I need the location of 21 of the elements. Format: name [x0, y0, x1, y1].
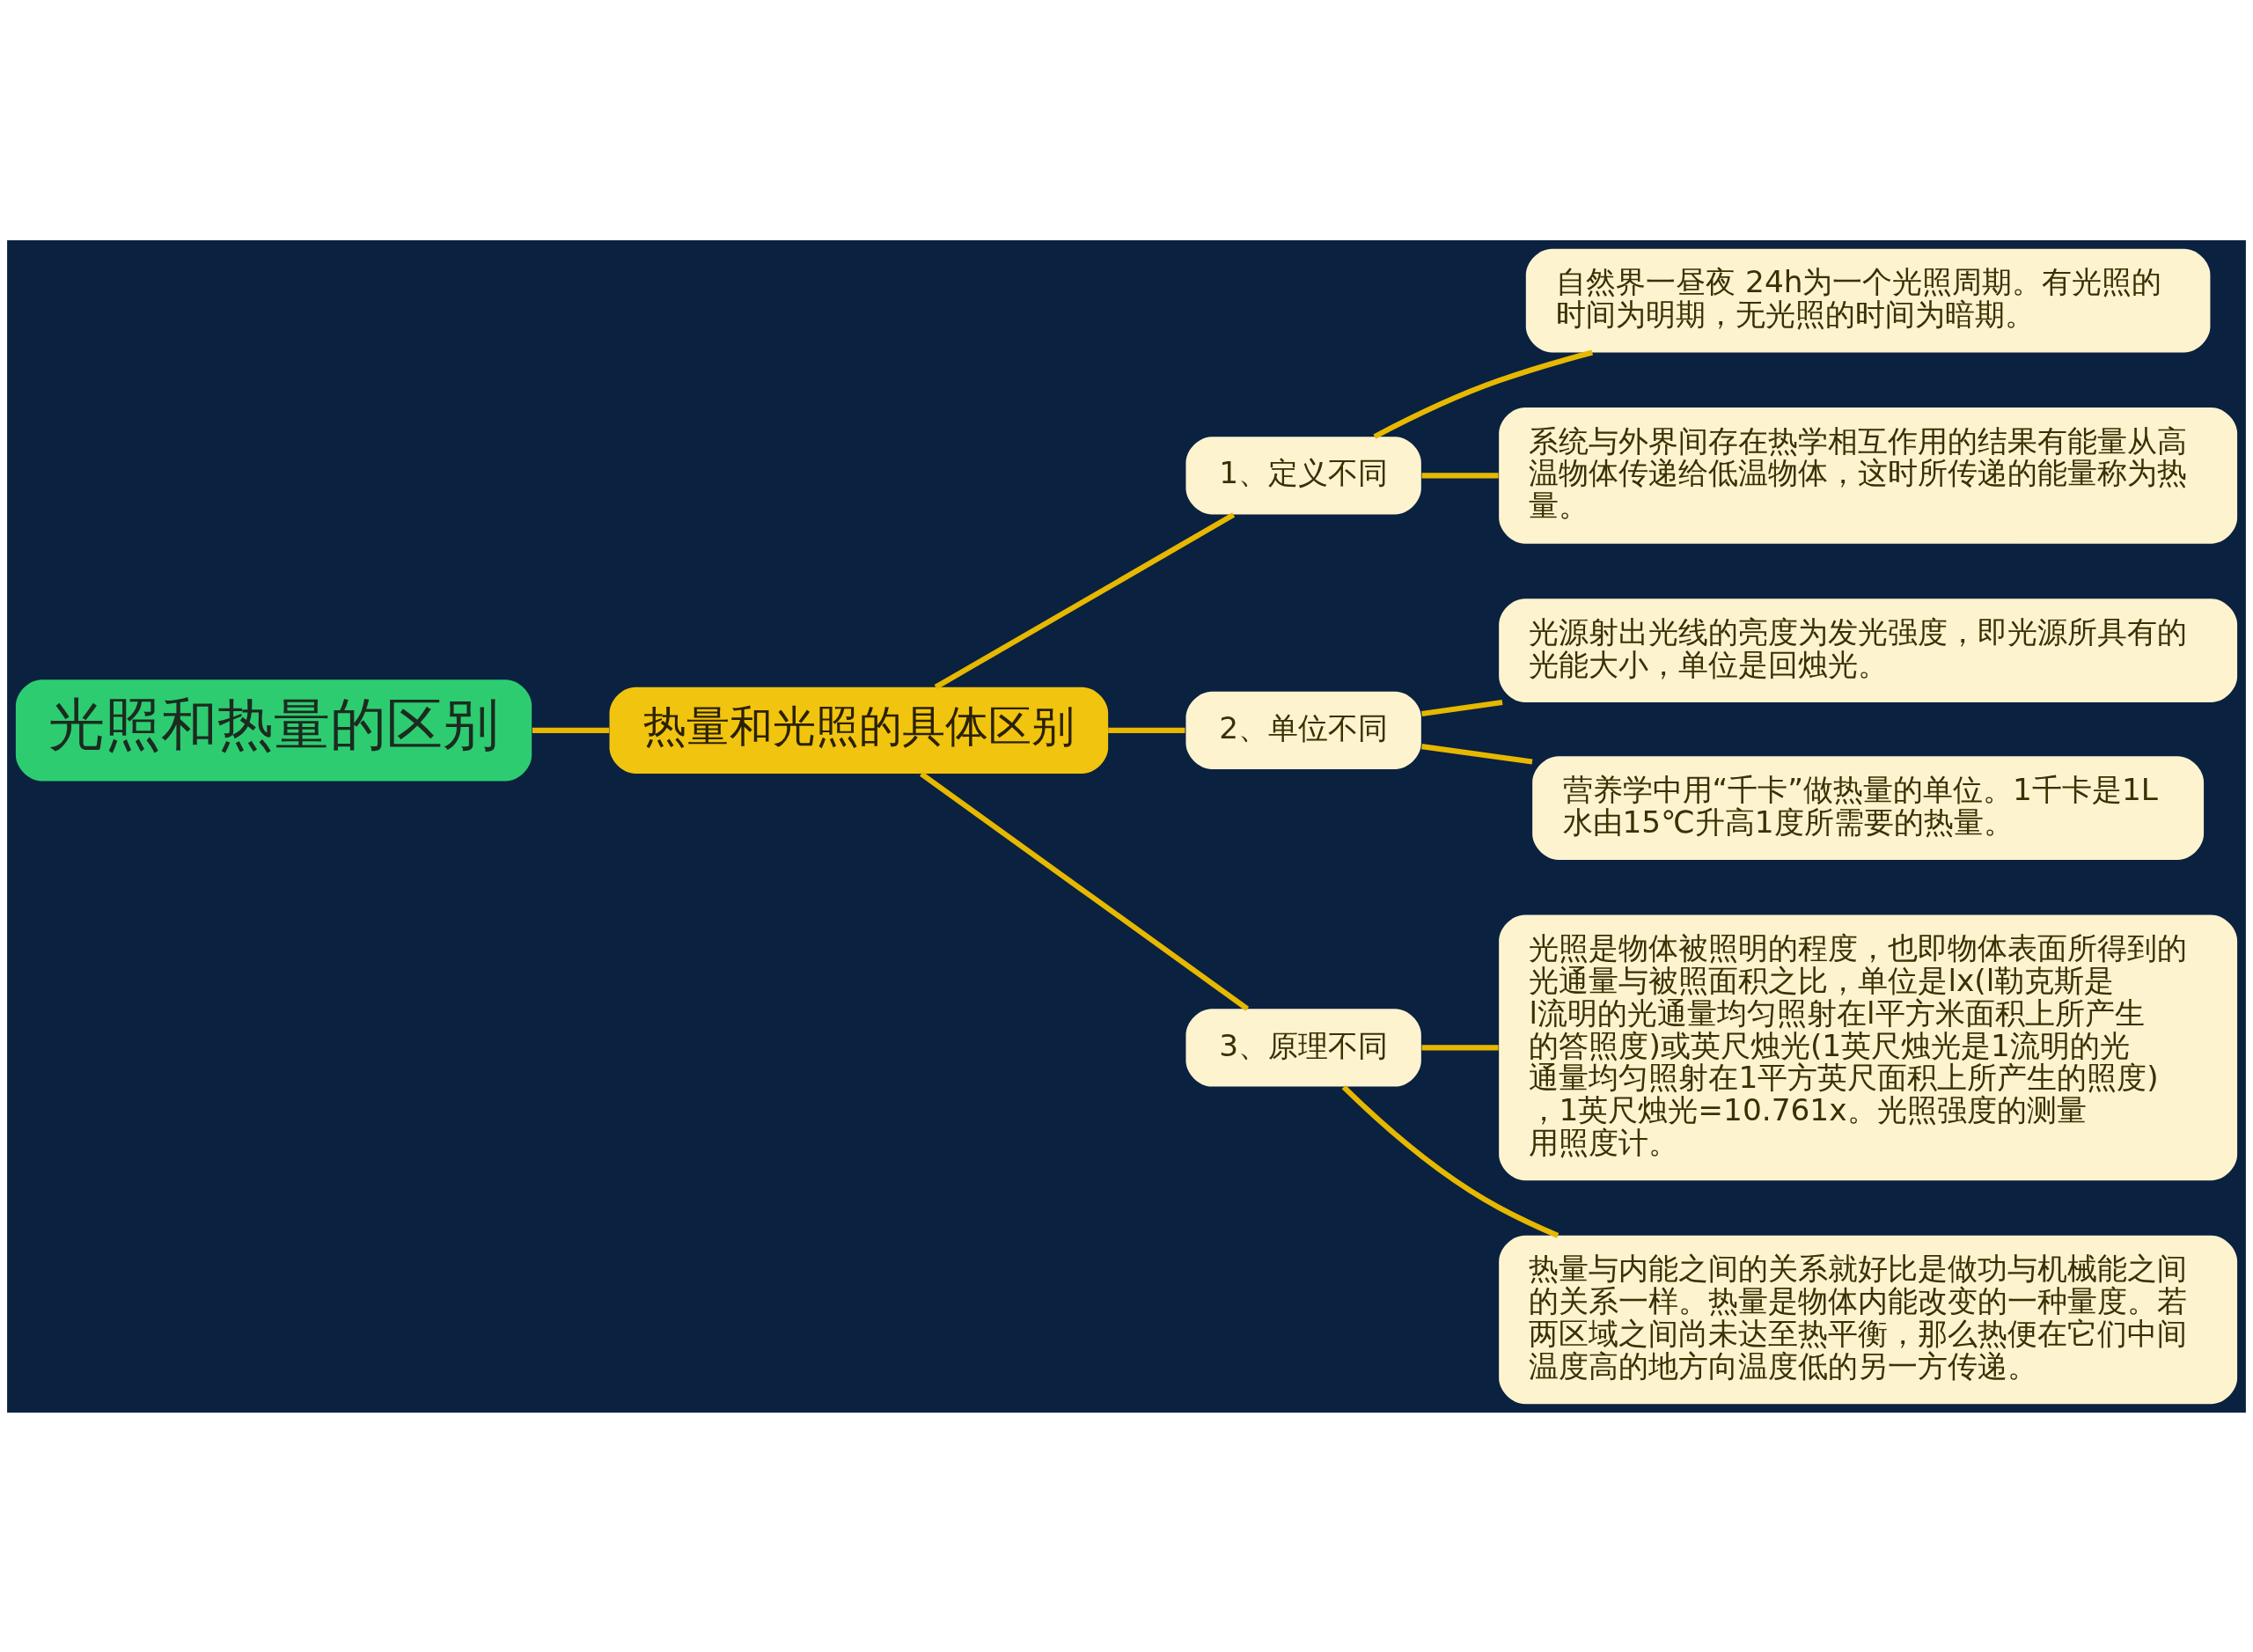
node-box: 系统与外界间存在热学相互作用的结果有能量从高温物体传递给低温物体，这时所传递的能量称为热量。 [1499, 407, 2238, 544]
connector [934, 511, 1236, 689]
node-box: 自然界一昼夜 24h为一个光照周期。有光照的时间为明期，无光照的时间为暗期。 [1525, 248, 2211, 353]
connector [1341, 1084, 1559, 1238]
node-box: 2、单位不同 [1185, 691, 1421, 769]
node-box: 光源射出光线的亮度为发光强度，即光源所具有的光能大小，单位是回烛光。 [1499, 598, 2238, 702]
node-box: 热量和光照的具体区别 [609, 686, 1109, 774]
connector [1421, 1044, 1499, 1050]
connector [1421, 743, 1533, 765]
connector [1373, 349, 1594, 439]
node-box: 1、定义不同 [1185, 436, 1421, 515]
connector [532, 727, 610, 733]
node-box: 光照和热量的区别 [15, 679, 532, 781]
node-box: 营养学中用“千卡”做热量的单位。1千卡是1L水由15℃升高1度所需要的热量。 [1532, 755, 2205, 860]
node-box: 3、原理不同 [1185, 1008, 1421, 1087]
connector [1421, 472, 1499, 478]
connector [920, 771, 1250, 1011]
connector [1108, 727, 1185, 733]
connector [1421, 699, 1503, 716]
node-box: 光照是物体被照明的程度，也即物体表面所得到的光通量与被照面积之比，单位是lx(l勒克斯是l流明的光通量均匀照射在l平方米面积上所产生的答照度)或英尺烛光(1英尺烛光是1流明的光通量均匀照射在1平方英尺面积上所产生的照度)，1英尺烛光=10.761x。光照强度的测量用照度计。 [1499, 914, 2238, 1180]
node-box: 热量与内能之间的关系就好比是做功与机械能之间的关系一样。热量是物体内能改变的一种量度。若两区域之间尚未达至热平衡，那么热便在它们中间温度高的地方向温度低的另一方传递。 [1499, 1235, 2238, 1404]
